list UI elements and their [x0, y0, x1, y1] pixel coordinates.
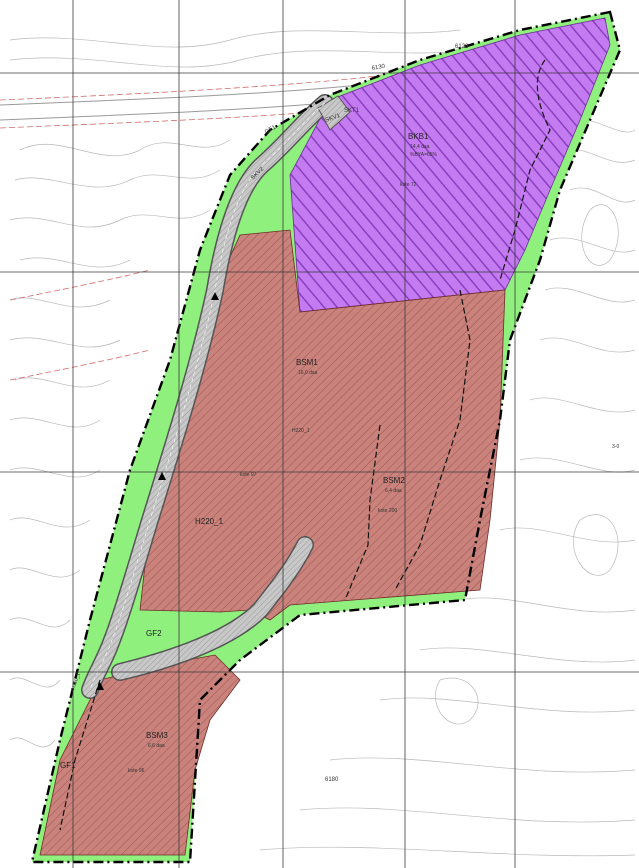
bsm2-kote: kote 200 — [378, 508, 397, 514]
bsm3-area: 6,6 daa — [148, 743, 165, 749]
inner-boundaries — [59, 59, 551, 831]
grid-number: 3-0 — [612, 444, 619, 450]
skv1-label: SKV1 — [325, 113, 342, 124]
bsm3-label: BSM3 — [146, 731, 168, 740]
h320-label: H320_1 — [70, 672, 82, 691]
road-arrows — [96, 292, 219, 690]
bsm1-label: BSM1 — [296, 358, 318, 367]
bkb1-area: 14,4 daa — [410, 144, 430, 150]
contour-lines — [9, 29, 636, 857]
bkb1-detail: %BYA=65% — [410, 152, 438, 158]
access-road-branch — [112, 537, 313, 680]
bsm2-label: BSM2 — [383, 476, 405, 485]
bkb1-label: BKB1 — [408, 132, 429, 141]
bsm1-area: 16,0 daa — [298, 370, 318, 376]
road-number-2: 6130 — [371, 64, 386, 72]
bsm2-area: 6,4 daa — [385, 488, 402, 494]
skt1-label: SKT1 — [344, 108, 360, 114]
zone-labels: BKB1 14,4 daa %BYA=65% kote 72 BSM1 16,0… — [60, 44, 619, 783]
bsm3-kote: kote 96 — [128, 768, 145, 774]
bkb1-kote: kote 72 — [400, 182, 417, 188]
bsm1-hzone: H220_1 — [292, 428, 310, 434]
gf-road-label: GF1 — [264, 124, 278, 135]
h220-kote: kote 97 — [240, 472, 257, 478]
gf1-label: GF1 — [60, 761, 76, 770]
h220-label: H220_1 — [195, 517, 224, 526]
road-number-1: 6128 — [455, 44, 469, 50]
gf2-label: GF2 — [146, 629, 162, 638]
zone-bsm1-bsm2 — [139, 229, 506, 621]
zone-bsm3 — [39, 654, 241, 856]
plan-boundary — [30, 10, 622, 864]
road-number-3: 6180 — [325, 777, 339, 783]
